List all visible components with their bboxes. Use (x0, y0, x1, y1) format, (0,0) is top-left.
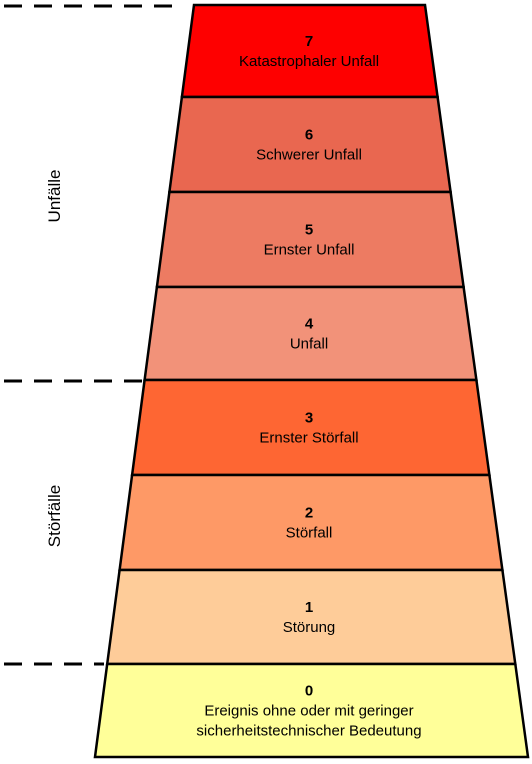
level-2-label: Störfall (286, 525, 333, 542)
level-6-band (167, 95, 453, 194)
level-2-number: 2 (305, 505, 313, 522)
level-5-label: Ernster Unfall (264, 242, 355, 259)
level-3-number: 3 (305, 410, 313, 427)
level-0-label: sicherheitstechnischer Bedeutung (196, 723, 421, 740)
level-1-number: 1 (305, 599, 313, 616)
level-0-band (93, 662, 530, 759)
level-3-band (130, 378, 491, 477)
level-1-band (105, 568, 517, 666)
level-7-band (180, 3, 440, 99)
level-7-number: 7 (305, 33, 313, 50)
level-4-number: 4 (305, 316, 314, 333)
level-5-band (155, 190, 466, 289)
level-0-number: 0 (305, 683, 313, 700)
group-label-accidents: Unfälle (45, 170, 64, 223)
level-4-band (143, 285, 478, 382)
level-5-number: 5 (305, 222, 313, 239)
level-1-label: Störung (283, 619, 336, 636)
level-6-number: 6 (305, 127, 313, 144)
level-0-label: Ereignis ohne oder mit geringer (204, 703, 413, 720)
group-dividers (4, 4, 180, 666)
level-2-band (118, 473, 504, 572)
group-label-incidents: Störfälle (45, 485, 64, 547)
level-3-label: Ernster Störfall (259, 430, 358, 447)
level-4-label: Unfall (290, 336, 328, 353)
level-7-label: Katastrophaler Unfall (239, 53, 379, 70)
level-6-label: Schwerer Unfall (256, 147, 362, 164)
